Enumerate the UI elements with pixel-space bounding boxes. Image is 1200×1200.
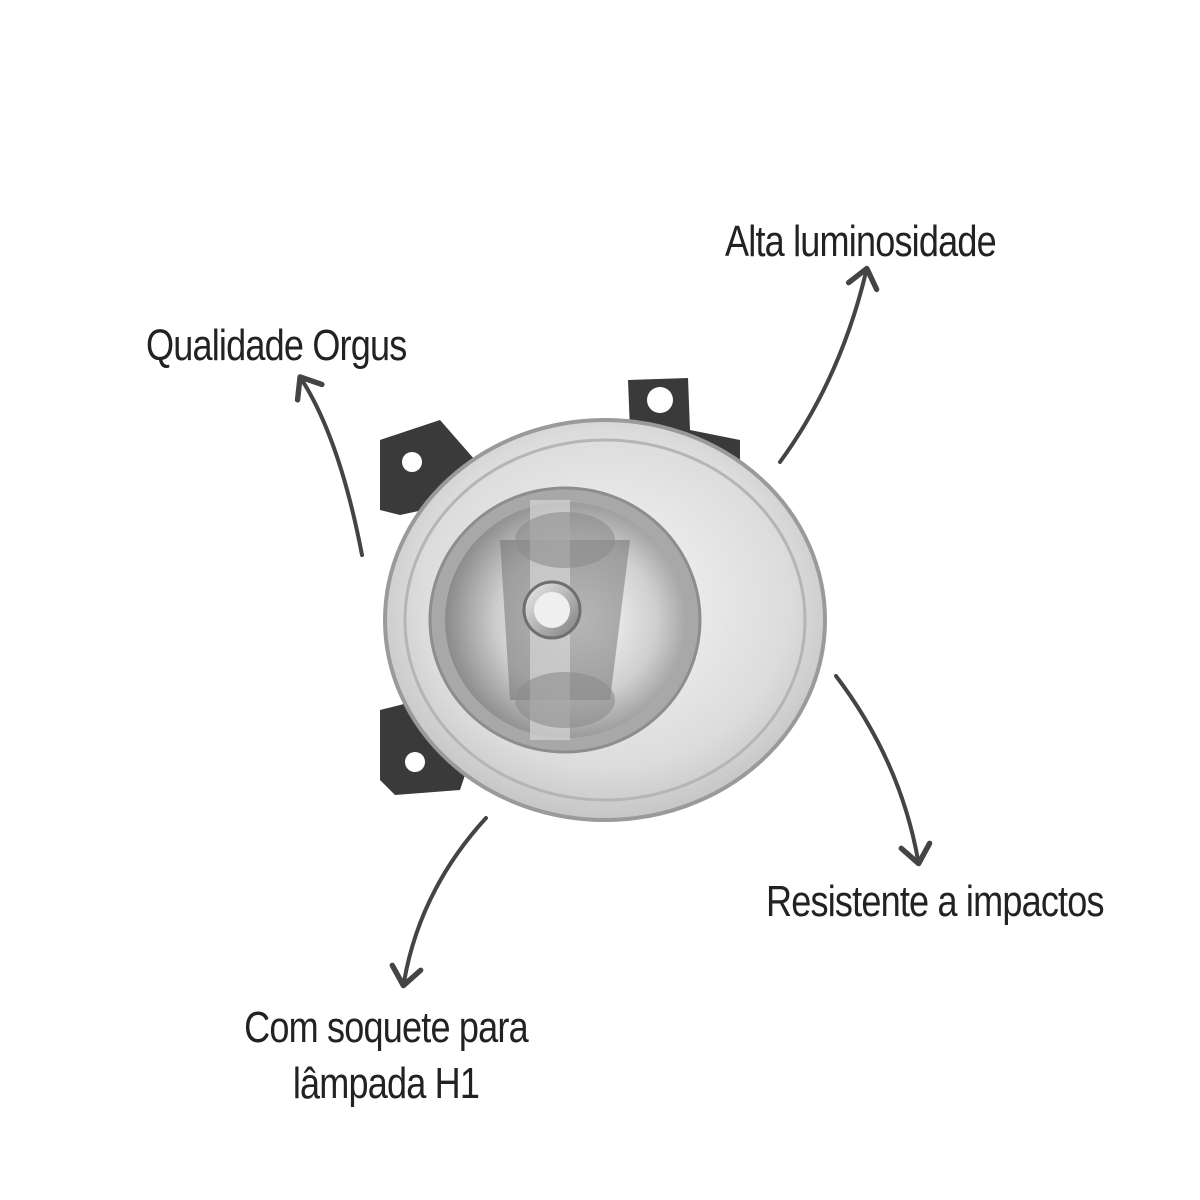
feature-label-impact: Resistente a impactos	[766, 877, 1105, 926]
feature-label-socket-line2: lâmpada H1	[292, 1059, 480, 1108]
mounting-bracket	[380, 378, 740, 795]
feature-label-luminosity: Alta luminosidade	[725, 217, 997, 266]
curved-arrow-icon	[389, 816, 488, 989]
feature-label-socket: Com soquete para lâmpada H1	[233, 1000, 538, 1112]
curved-arrow-icon	[294, 374, 364, 557]
feature-label-socket-line1: Com soquete para	[244, 1003, 529, 1052]
curved-arrow-icon	[834, 674, 933, 867]
feature-label-quality: Qualidade Orgus	[146, 321, 407, 370]
curved-arrow-icon	[778, 265, 880, 464]
